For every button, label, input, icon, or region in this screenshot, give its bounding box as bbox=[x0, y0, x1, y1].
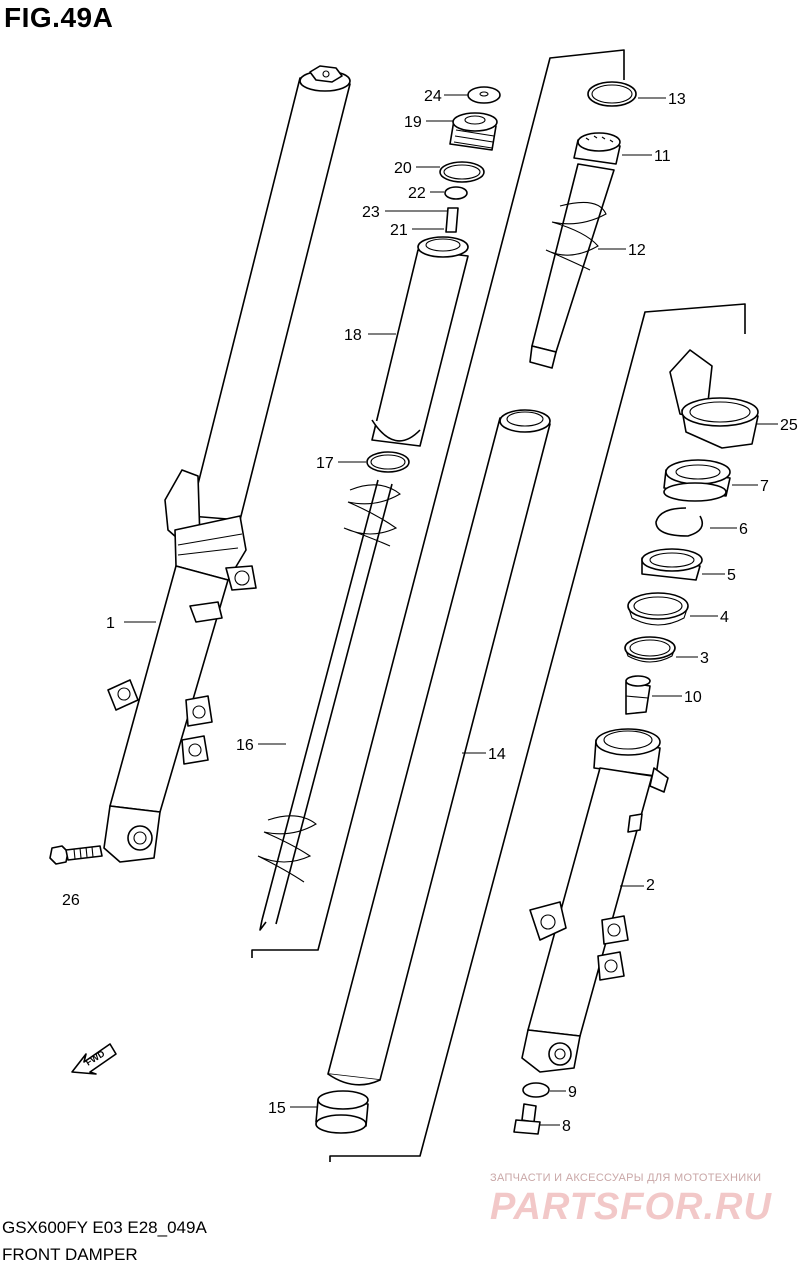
fwd-arrow: FWD bbox=[71, 1043, 117, 1075]
part-15-bush bbox=[315, 1090, 369, 1134]
part-23-adjuster bbox=[445, 207, 459, 233]
watermark-tagline: ЗАПЧАСТИ И АКСЕССУАРЫ ДЛЯ МОТОТЕХНИКИ bbox=[490, 1172, 762, 1184]
part-label-26: 26 bbox=[62, 892, 80, 909]
part-20-o-ring bbox=[439, 161, 485, 183]
part-label-9: 9 bbox=[568, 1084, 577, 1101]
part-label-3: 3 bbox=[700, 650, 709, 667]
part-label-16: 16 bbox=[236, 737, 254, 754]
part-label-4: 4 bbox=[720, 609, 729, 626]
part-label-6: 6 bbox=[739, 521, 748, 538]
part-label-23: 23 bbox=[362, 204, 380, 221]
part-18-cylinder bbox=[371, 236, 469, 447]
model-code: GSX600FY E03 E28_049A bbox=[2, 1218, 207, 1237]
part-label-15: 15 bbox=[268, 1100, 286, 1117]
part-label-14: 14 bbox=[488, 746, 506, 763]
part-label-22: 22 bbox=[408, 185, 426, 202]
part-labels: 1234567891011121314151617181920212223242… bbox=[62, 88, 798, 1135]
figure-subtitle: FRONT DAMPER bbox=[2, 1245, 138, 1264]
part-5-washer bbox=[641, 548, 703, 581]
part-7-oil-seal bbox=[663, 459, 731, 502]
part-4-bushing bbox=[627, 592, 689, 626]
part-label-19: 19 bbox=[404, 114, 422, 131]
part-16-damper-rod bbox=[257, 479, 401, 931]
part-12-spring-tube bbox=[529, 163, 615, 369]
part-label-10: 10 bbox=[684, 689, 702, 706]
part-label-20: 20 bbox=[394, 160, 412, 177]
watermark-brand: PARTSFOR.RU bbox=[490, 1186, 772, 1228]
part-label-21: 21 bbox=[390, 222, 408, 239]
part-22-o-ring bbox=[444, 186, 468, 200]
part-2-outer-tube bbox=[521, 728, 669, 1073]
part-11-spacer bbox=[573, 132, 621, 165]
part-label-18: 18 bbox=[344, 327, 362, 344]
figure-title: FIG.49A bbox=[4, 2, 114, 33]
part-label-12: 12 bbox=[628, 242, 646, 259]
part-1-outer-tube bbox=[103, 65, 351, 863]
part-label-13: 13 bbox=[668, 91, 686, 108]
part-label-17: 17 bbox=[316, 455, 334, 472]
part-label-25: 25 bbox=[780, 417, 798, 434]
part-label-11: 11 bbox=[654, 148, 671, 165]
part-8-bolt bbox=[513, 1103, 541, 1135]
part-13-ring bbox=[587, 81, 637, 107]
part-26-bolt bbox=[49, 845, 103, 865]
part-6-circlip bbox=[655, 507, 704, 537]
group-bracket-center bbox=[251, 49, 625, 958]
part-24-washer bbox=[467, 86, 501, 104]
part-label-2: 2 bbox=[646, 877, 655, 894]
part-19-cap-bolt bbox=[449, 112, 498, 151]
part-label-24: 24 bbox=[424, 88, 442, 105]
part-label-1: 1 bbox=[106, 615, 115, 632]
part-25-dust-cover bbox=[669, 349, 759, 449]
part-14-inner-tube bbox=[327, 409, 551, 1086]
part-label-5: 5 bbox=[727, 567, 736, 584]
group-bracket-inner bbox=[329, 303, 746, 1162]
part-17-ring bbox=[366, 451, 410, 473]
part-label-7: 7 bbox=[760, 478, 769, 495]
part-3-bushing bbox=[624, 636, 676, 663]
part-label-8: 8 bbox=[562, 1118, 571, 1135]
part-9-washer bbox=[522, 1082, 550, 1098]
part-10-oil-lock bbox=[625, 675, 651, 715]
